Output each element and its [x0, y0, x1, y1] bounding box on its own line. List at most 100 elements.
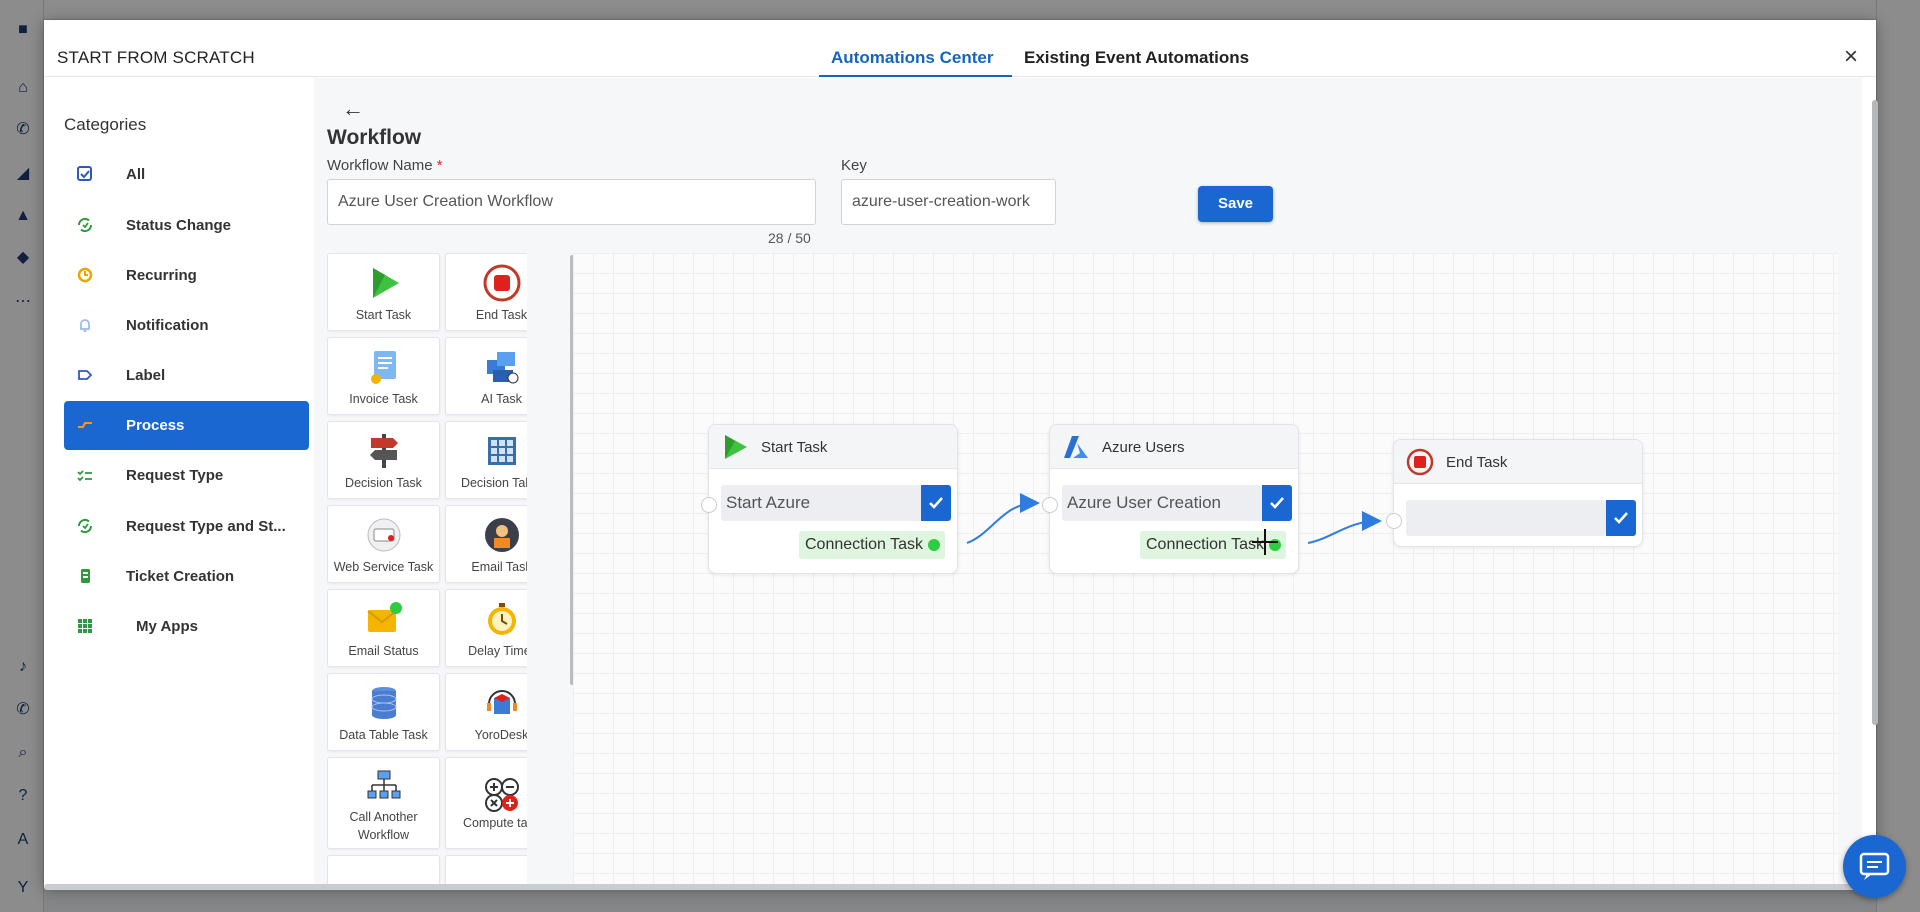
category-label-text: Label: [126, 367, 166, 384]
palette-label: End Task: [475, 308, 527, 322]
palette-label: Start Task: [355, 308, 412, 322]
node-end-task[interactable]: End Task: [1386, 439, 1643, 547]
modal-vertical-scrollbar[interactable]: [1872, 100, 1878, 725]
connection-task-port[interactable]: Connection Task: [1140, 531, 1286, 559]
category-label: Recurring: [126, 267, 197, 284]
tab-automations-center[interactable]: Automations Center: [831, 48, 994, 67]
category-process[interactable]: Process: [64, 401, 309, 450]
character-counter: 28 / 50: [768, 230, 811, 246]
palette-web-service-task[interactable]: Web Service Task: [327, 505, 440, 583]
palette-label: Delay Timer: [468, 644, 527, 658]
palette-yorodesk[interactable]: YoroDesk: [445, 673, 527, 751]
category-status-change[interactable]: Status Change: [64, 201, 309, 250]
node-header: End Task: [1394, 440, 1642, 484]
end-stop-icon: [1406, 448, 1434, 476]
palette-email-task[interactable]: Email Task: [445, 505, 527, 583]
tag-icon[interactable]: ◆: [16, 249, 30, 266]
node-start-task[interactable]: Start Task Start Azure Connection Task: [701, 424, 958, 574]
palette-more-item[interactable]: [327, 855, 440, 888]
palette-label: Invoice Task: [349, 392, 418, 406]
help-icon[interactable]: ?: [18, 787, 28, 804]
node-confirm-button[interactable]: [1262, 485, 1292, 521]
task-palette: Start Task End Task Invoice Task AI Task…: [327, 253, 527, 888]
category-recurring[interactable]: Recurring: [64, 251, 309, 300]
status-change-icon: [76, 517, 94, 535]
category-label[interactable]: Label: [64, 351, 309, 400]
node-confirm-button[interactable]: [1606, 500, 1636, 536]
palette-delay-timer[interactable]: Delay Timer: [445, 589, 527, 667]
palette-call-another-workflow[interactable]: Call Another Workflow: [327, 757, 440, 849]
palette-ai-task[interactable]: AI Task: [445, 337, 527, 415]
key-label: Key: [841, 157, 867, 174]
avatar-secondary[interactable]: Y: [17, 879, 29, 896]
node-input-port[interactable]: [1386, 513, 1402, 529]
active-tab-indicator: [819, 75, 1012, 77]
palette-decision-table[interactable]: Decision Table: [445, 421, 527, 499]
node-confirm-button[interactable]: [921, 485, 951, 521]
background-right-panel: [1876, 0, 1920, 912]
back-arrow-icon[interactable]: ←: [342, 96, 364, 121]
node-name-field[interactable]: Start Azure: [721, 485, 921, 521]
workflow-name-label: Workflow Name *: [327, 157, 443, 174]
category-all[interactable]: All: [64, 150, 309, 199]
bell-icon: [76, 316, 94, 334]
category-request-type-and-status[interactable]: Request Type and St...: [64, 502, 309, 551]
category-request-type[interactable]: Request Type: [64, 451, 309, 500]
modal-horizontal-scrollbar[interactable]: [44, 884, 1874, 890]
email-person-icon: [484, 518, 519, 552]
workflow-name-input[interactable]: Azure User Creation Workflow: [327, 179, 816, 225]
node-input-port[interactable]: [1042, 497, 1058, 513]
palette-start-task[interactable]: Start Task: [327, 253, 440, 331]
palette-scrollbar[interactable]: [570, 255, 574, 685]
phone-icon[interactable]: ✆: [16, 121, 30, 138]
palette-label: Compute task: [462, 816, 527, 830]
required-marker: *: [436, 157, 443, 174]
category-ticket-creation[interactable]: Ticket Creation: [64, 552, 309, 601]
process-icon: [76, 416, 94, 434]
connection-task-port[interactable]: Connection Task: [799, 531, 945, 559]
node-azure-users[interactable]: Azure Users Azure User Creation Connecti…: [1042, 424, 1299, 574]
palette-label: Data Table Task: [339, 728, 428, 742]
palette-data-table-task[interactable]: Data Table Task: [327, 673, 440, 751]
palette-end-task[interactable]: End Task: [445, 253, 527, 331]
category-my-apps[interactable]: My Apps: [64, 602, 309, 651]
palette-compute-task[interactable]: Compute task: [445, 757, 527, 849]
grid-icon: [76, 617, 94, 635]
palette-label: AI Task: [481, 392, 522, 406]
palette-email-status[interactable]: Email Status: [327, 589, 440, 667]
timer-icon: [487, 603, 516, 635]
call-icon[interactable]: ✆: [16, 701, 30, 718]
chat-button[interactable]: [1843, 835, 1906, 898]
close-icon[interactable]: ×: [1843, 43, 1858, 70]
palette-invoice-task[interactable]: Invoice Task: [327, 337, 440, 415]
palette-decision-task[interactable]: Decision Task: [327, 421, 440, 499]
category-notification[interactable]: Notification: [64, 301, 309, 350]
node-name-field[interactable]: [1406, 500, 1606, 536]
node-name-field[interactable]: Azure User Creation: [1062, 485, 1262, 521]
category-label: All: [126, 166, 146, 183]
avatar[interactable]: A: [17, 831, 29, 848]
category-label: Request Type: [126, 467, 224, 484]
list-check-icon: [76, 165, 94, 183]
more-icon[interactable]: ⋯: [15, 293, 31, 310]
save-button[interactable]: Save: [1198, 186, 1273, 222]
notification-bell-icon[interactable]: ♪: [19, 658, 27, 675]
home-icon[interactable]: ⌂: [18, 79, 28, 96]
megaphone-icon[interactable]: ◢: [16, 165, 30, 182]
node-title: End Task: [1446, 454, 1508, 471]
output-port-dot[interactable]: [928, 539, 940, 551]
table-icon: [487, 437, 516, 465]
connection-label: Connection Task: [1146, 536, 1264, 553]
category-label: Process: [126, 417, 185, 434]
search-icon[interactable]: ⌕: [18, 744, 28, 761]
start-play-icon: [372, 268, 399, 298]
tab-existing-event-automations[interactable]: Existing Event Automations: [1024, 48, 1250, 67]
rocket-icon[interactable]: ▲: [15, 207, 31, 224]
palette-more-item[interactable]: [445, 855, 527, 888]
categories-sidebar: Categories All Status Change Recurring N…: [44, 78, 314, 888]
database-icon: [371, 687, 396, 719]
workflow-canvas[interactable]: Start Task Start Azure Connection Task A…: [573, 253, 1838, 888]
key-input[interactable]: azure-user-creation-work: [841, 179, 1056, 225]
category-label: Status Change: [126, 217, 232, 234]
node-input-port[interactable]: [701, 497, 717, 513]
